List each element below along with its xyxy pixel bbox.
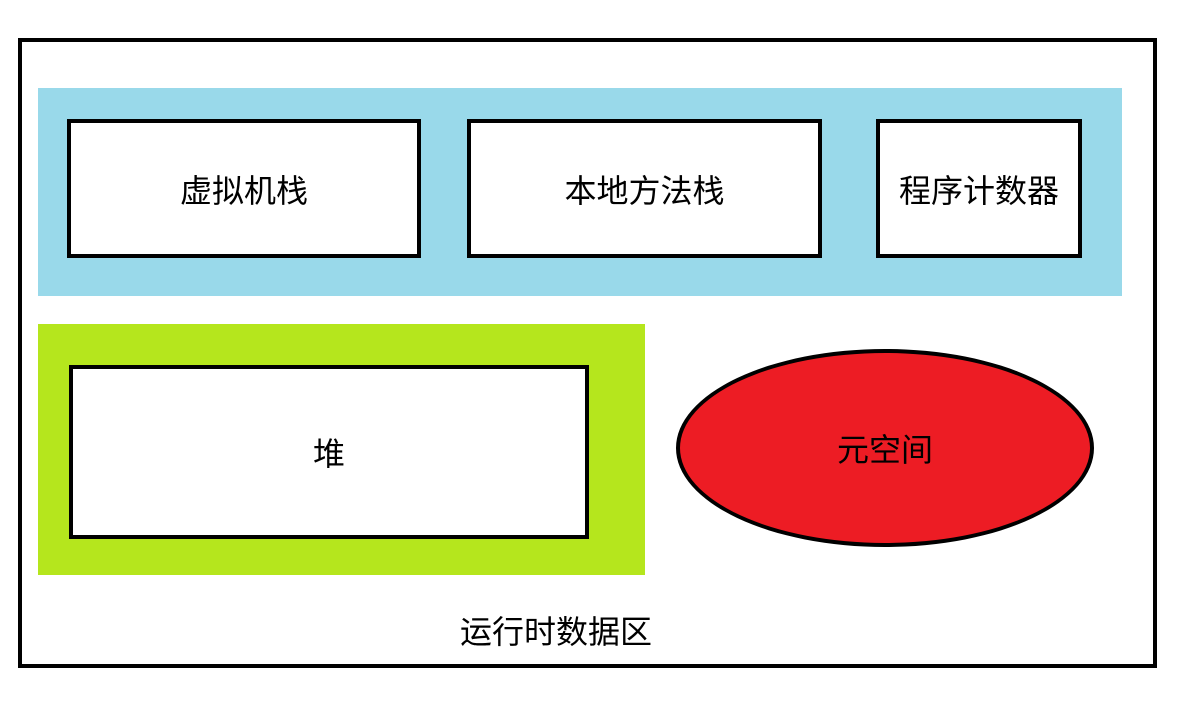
native-method-stack-box: 本地方法栈 [467,119,822,258]
vm-stack-box: 虚拟机栈 [67,119,421,258]
diagram-caption-text: 运行时数据区 [459,613,652,651]
metaspace-ellipse: 元空间 [676,349,1094,547]
heap-box: 堆 [69,365,589,539]
heap-label: 堆 [312,435,345,473]
vm-stack-label: 虚拟机栈 [179,171,308,210]
program-counter-box: 程序计数器 [876,119,1082,258]
diagram-caption: 运行时数据区 [300,608,812,652]
native-method-stack-label: 本地方法栈 [564,171,725,210]
program-counter-label: 程序计数器 [898,171,1059,210]
metaspace-label: 元空间 [836,431,933,469]
